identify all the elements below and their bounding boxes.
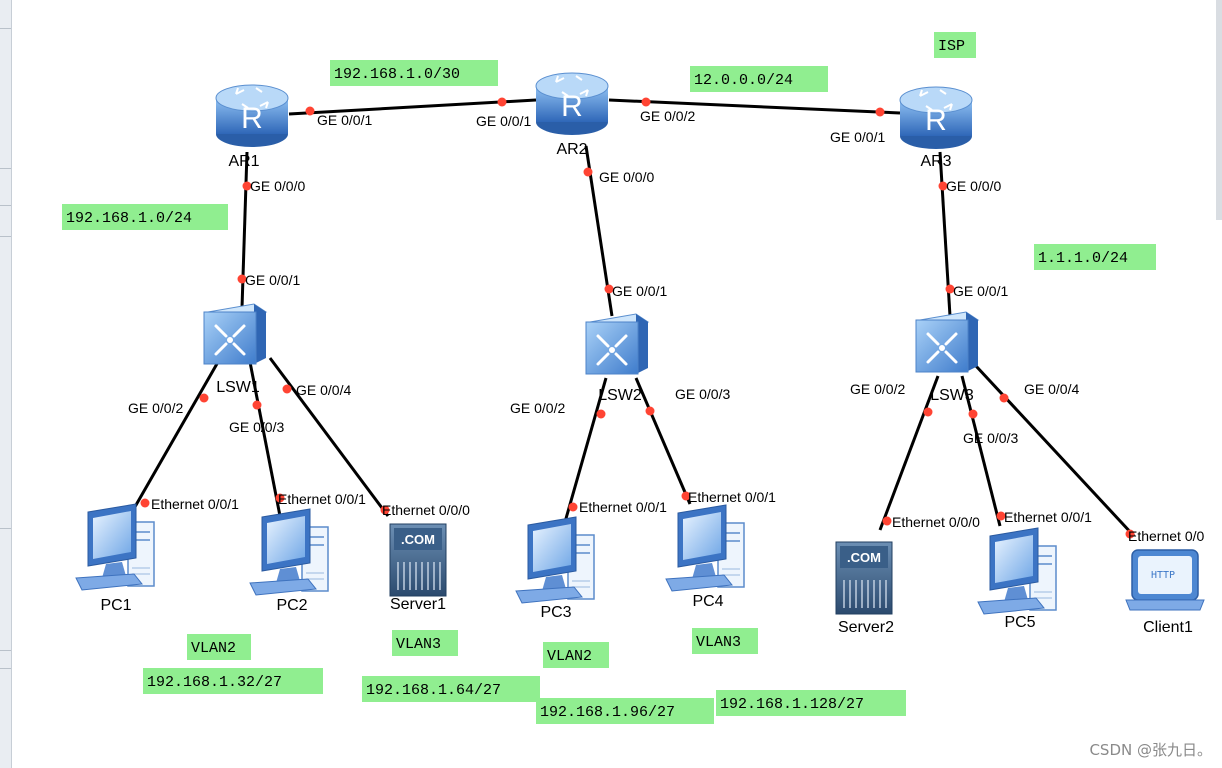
label-client1: Client1	[1143, 619, 1193, 636]
port-lsw1-g002: GE 0/0/2	[128, 400, 183, 416]
link-lsw3-server2	[878, 375, 940, 531]
net-ar3-lsw3: 1.1.1.0/24	[1038, 250, 1128, 267]
port-ar3-g001: GE 0/0/1	[830, 129, 885, 145]
vlan2-mid-net: 192.168.1.96/27	[540, 704, 675, 721]
port-lsw3-g001: GE 0/0/1	[953, 283, 1008, 299]
net-ar2-ar3: 12.0.0.0/24	[694, 72, 793, 89]
link-ar1-ar2	[288, 98, 537, 116]
vlan3-mid: VLAN3	[696, 634, 741, 651]
net-isp: ISP	[938, 38, 965, 55]
port-ar1-g001: GE 0/0/1	[317, 112, 372, 128]
label-lsw3: LSW3	[930, 387, 974, 404]
router-letter: R	[561, 90, 583, 123]
server-label-icon: .COM	[401, 532, 435, 547]
router-letter: R	[241, 102, 263, 135]
port-lsw1-g003: GE 0/0/3	[229, 419, 284, 435]
link-lsw1-pc1	[130, 361, 220, 513]
port-pc5-eth: Ethernet 0/0/1	[1004, 509, 1092, 525]
link-lsw2-pc4	[634, 377, 692, 505]
label-pc1: PC1	[100, 597, 131, 614]
port-lsw3-g003: GE 0/0/3	[963, 430, 1018, 446]
port-dots	[140, 97, 1135, 539]
net-ar1-ar2: 192.168.1.0/30	[334, 66, 460, 83]
port-labels: GE 0/0/1 GE 0/0/1 GE 0/0/2 GE 0/0/1 GE 0…	[128, 108, 1204, 544]
net-ar1-lsw1: 192.168.1.0/24	[66, 210, 192, 227]
port-lsw2-g002: GE 0/0/2	[510, 400, 565, 416]
vlan2-left: VLAN2	[191, 640, 236, 657]
label-ar2: AR2	[556, 141, 587, 158]
label-lsw2: LSW2	[598, 387, 642, 404]
switch-lsw3[interactable]	[914, 310, 980, 374]
link-lsw1-pc2	[248, 361, 282, 517]
label-ar1: AR1	[228, 153, 259, 170]
link-ar2-ar3	[608, 98, 901, 115]
vlan2-mid: VLAN2	[547, 648, 592, 665]
vlan3-mid-net: 192.168.1.128/27	[720, 696, 864, 713]
label-pc2: PC2	[276, 597, 307, 614]
port-pc4-eth: Ethernet 0/0/1	[688, 489, 776, 505]
link-lsw2-pc3	[563, 377, 608, 523]
links	[130, 98, 1136, 538]
server-server2[interactable]: .COM	[835, 541, 893, 615]
port-lsw2-g001: GE 0/0/1	[612, 283, 667, 299]
pc-pc2[interactable]	[249, 508, 329, 596]
router-ar1[interactable]: R	[215, 84, 289, 148]
device-names: AR1 AR2 AR3 LSW1 LSW2 LSW3 PC1 PC2 Serve…	[100, 141, 1193, 636]
label-ar3: AR3	[920, 153, 951, 170]
server-label-icon: .COM	[847, 550, 881, 565]
port-client1-eth: Ethernet 0/0	[1128, 528, 1204, 544]
vlan2-left-net: 192.168.1.32/27	[147, 674, 282, 691]
port-lsw3-g002: GE 0/0/2	[850, 381, 905, 397]
port-pc3-eth: Ethernet 0/0/1	[579, 499, 667, 515]
port-lsw1-g001: GE 0/0/1	[245, 272, 300, 288]
router-ar2[interactable]: R	[535, 72, 609, 136]
router-ar3[interactable]: R	[899, 86, 973, 150]
client-label-icon: HTTP	[1151, 570, 1175, 581]
pc-pc3[interactable]	[515, 516, 595, 604]
label-pc3: PC3	[540, 604, 571, 621]
switch-lsw1[interactable]	[202, 302, 268, 366]
pc-pc5[interactable]	[977, 527, 1057, 615]
vlan3-left-net: 192.168.1.64/27	[366, 682, 501, 699]
label-pc5: PC5	[1004, 614, 1035, 631]
port-pc1-eth: Ethernet 0/0/1	[151, 496, 239, 512]
vlan3-left: VLAN3	[396, 636, 441, 653]
port-server2-eth: Ethernet 0/0/0	[892, 514, 980, 530]
label-lsw1: LSW1	[216, 379, 260, 396]
label-server2: Server2	[838, 619, 894, 636]
port-lsw1-g004: GE 0/0/4	[296, 382, 351, 398]
pc-pc1[interactable]	[75, 503, 155, 591]
server-server1[interactable]: .COM	[389, 523, 447, 597]
label-server1: Server1	[390, 596, 446, 613]
link-lsw3-pc5	[960, 375, 1002, 527]
link-lsw1-server1	[268, 357, 390, 517]
port-ar3-g000: GE 0/0/0	[946, 178, 1001, 194]
pc-pc4[interactable]	[665, 504, 745, 592]
port-pc2-eth: Ethernet 0/0/1	[278, 491, 366, 507]
network-labels: 192.168.1.0/30 12.0.0.0/24 ISP 192.168.1…	[62, 32, 1156, 724]
switch-lsw2[interactable]	[584, 312, 650, 376]
watermark: CSDN @张九日。	[1089, 741, 1212, 759]
port-ar2-g002: GE 0/0/2	[640, 108, 695, 124]
left-panel-edge	[0, 0, 12, 768]
port-lsw2-g003: GE 0/0/3	[675, 386, 730, 402]
port-ar2-g001: GE 0/0/1	[476, 113, 531, 129]
scrollbar[interactable]	[1216, 0, 1222, 220]
port-lsw3-g004: GE 0/0/4	[1024, 381, 1079, 397]
router-letter: R	[925, 104, 947, 137]
port-ar2-g000: GE 0/0/0	[599, 169, 654, 185]
label-pc4: PC4	[692, 593, 723, 610]
port-server1-eth: Ethernet 0/0/0	[382, 502, 470, 518]
port-ar1-g000: GE 0/0/0	[250, 178, 305, 194]
client-client1[interactable]: HTTP	[1125, 549, 1205, 611]
